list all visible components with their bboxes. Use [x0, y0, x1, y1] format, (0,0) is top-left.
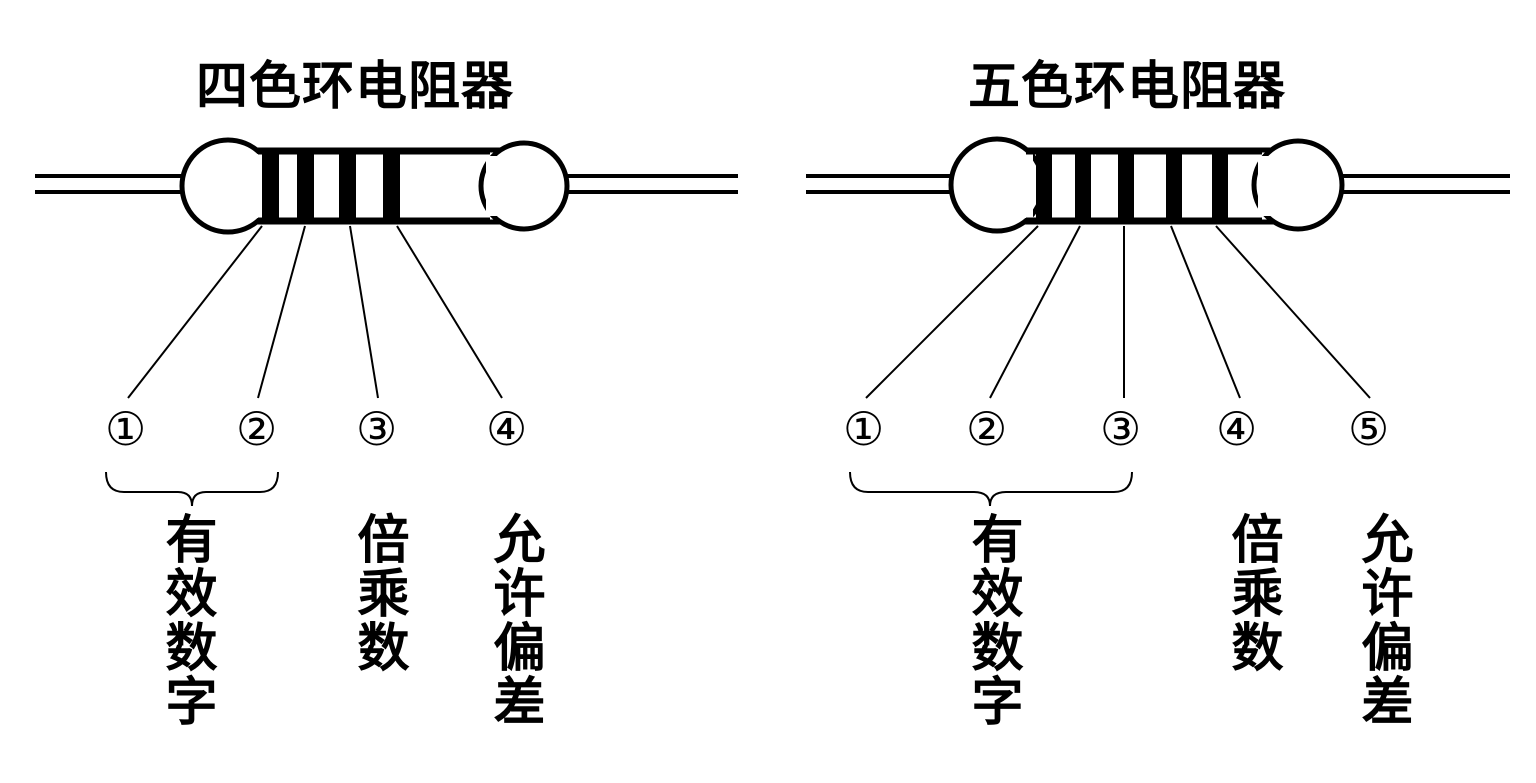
resistor-leads	[35, 174, 738, 194]
band-4	[383, 150, 400, 222]
marker-5: ⑤	[1348, 402, 1390, 456]
leader-line-5	[1215, 225, 1371, 399]
label-multiplier: 倍乘数	[348, 512, 409, 674]
resistor-body	[242, 147, 513, 225]
band-3	[1118, 150, 1134, 222]
label-multiplier: 倍乘数	[1222, 512, 1283, 674]
band-2	[1075, 150, 1091, 222]
five-band-resistor-panel: 五色环电阻器	[768, 0, 1536, 783]
marker-1: ①	[843, 402, 885, 456]
marker-3: ③	[1100, 402, 1142, 456]
leader-line-2	[257, 225, 306, 399]
body-mask-left	[1013, 154, 1033, 218]
significant-digits-brace	[105, 471, 279, 507]
leader-line-1	[127, 225, 263, 399]
significant-digits-brace	[849, 471, 1133, 507]
label-tolerance: 允许偏差	[1352, 512, 1413, 728]
band-2	[297, 150, 314, 222]
leader-line-4	[396, 225, 503, 399]
body-mask-right	[1258, 156, 1276, 216]
label-significant-digits: 有效数字	[156, 512, 217, 728]
five-band-title: 五色环电阻器	[968, 56, 1287, 117]
band-5	[1212, 150, 1228, 222]
label-significant-digits: 有效数字	[962, 512, 1023, 728]
leader-line-2	[989, 225, 1081, 399]
five-band-resistor-drawing	[806, 136, 1510, 507]
body-mask-right	[486, 156, 504, 216]
marker-2: ②	[236, 402, 278, 456]
leader-line-4	[1170, 225, 1241, 399]
resistor-leads	[806, 174, 1510, 194]
body-mask-left	[245, 154, 265, 218]
four-band-resistor-panel: 四色环电阻器 ①	[35, 56, 738, 728]
leader-lines	[865, 225, 1371, 399]
band-1	[262, 150, 279, 222]
leader-line-1	[865, 225, 1039, 399]
band-1	[1036, 150, 1052, 222]
four-band-title: 四色环电阻器	[196, 56, 515, 117]
marker-4: ④	[486, 402, 528, 456]
marker-3: ③	[356, 402, 398, 456]
label-tolerance: 允许偏差	[484, 512, 545, 728]
leader-lines	[127, 225, 503, 399]
band-3	[339, 150, 356, 222]
marker-2: ②	[966, 402, 1008, 456]
marker-4: ④	[1216, 402, 1258, 456]
leader-line-3	[349, 225, 379, 399]
band-4	[1166, 150, 1182, 222]
resistor-body	[1010, 147, 1281, 225]
marker-1: ①	[105, 402, 147, 456]
four-band-resistor-drawing	[35, 137, 738, 507]
